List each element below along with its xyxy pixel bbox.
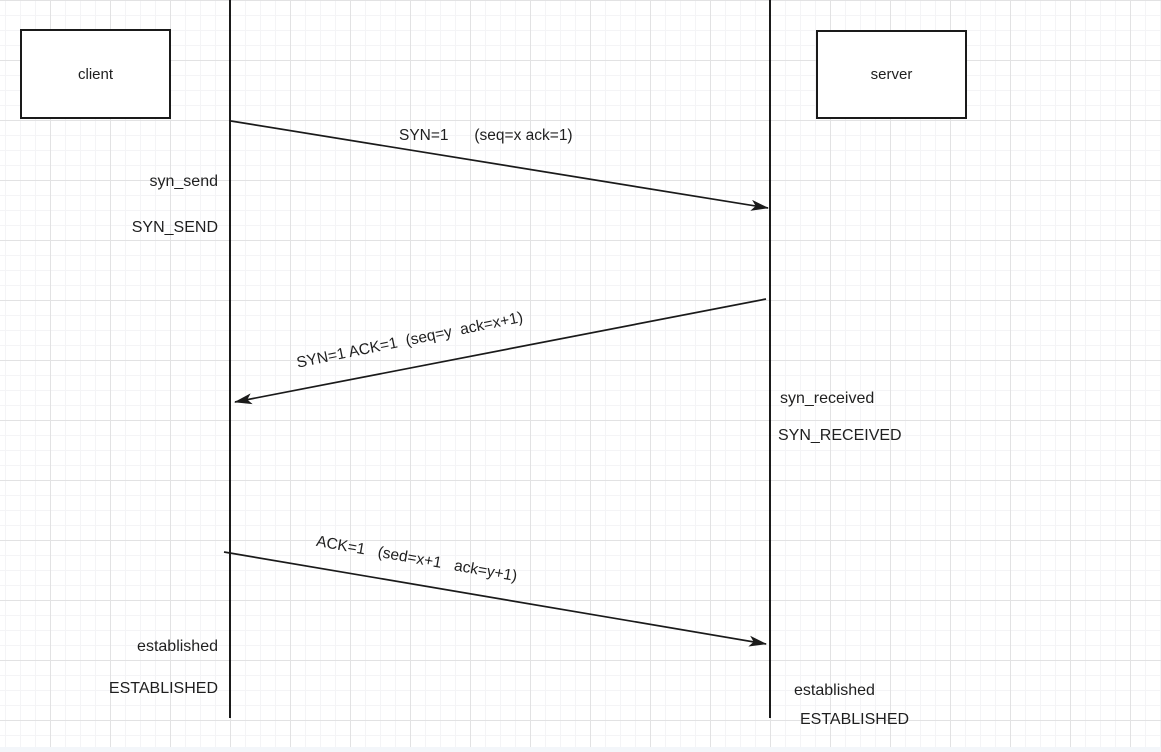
server-state-syn-received-upper[interactable]: SYN_RECEIVED — [778, 427, 902, 444]
client-state-syn-send-lower[interactable]: syn_send — [149, 173, 219, 190]
client-state-syn-send-upper[interactable]: SYN_SEND — [131, 219, 218, 236]
server-state-established-upper[interactable]: ESTABLISHED — [800, 711, 910, 728]
client-actor-label: client — [77, 65, 114, 83]
client-actor-box[interactable]: client — [20, 29, 171, 119]
syn-message-label[interactable]: SYN=1 (seq=x ack=1) — [399, 127, 573, 144]
syn-message-arrow[interactable] — [230, 120, 769, 211]
syn-ack-message-arrow[interactable] — [234, 298, 767, 405]
client-state-established-upper[interactable]: ESTABLISHED — [108, 680, 218, 697]
page-bottom-edge — [0, 747, 1161, 752]
server-state-established-lower[interactable]: established — [794, 682, 875, 699]
server-actor-box[interactable]: server — [816, 30, 967, 119]
client-state-established-lower[interactable]: established — [137, 638, 218, 655]
ack-message-arrow[interactable] — [223, 551, 767, 647]
server-state-syn-received-lower[interactable]: syn_received — [780, 390, 875, 407]
server-actor-label: server — [870, 66, 913, 83]
